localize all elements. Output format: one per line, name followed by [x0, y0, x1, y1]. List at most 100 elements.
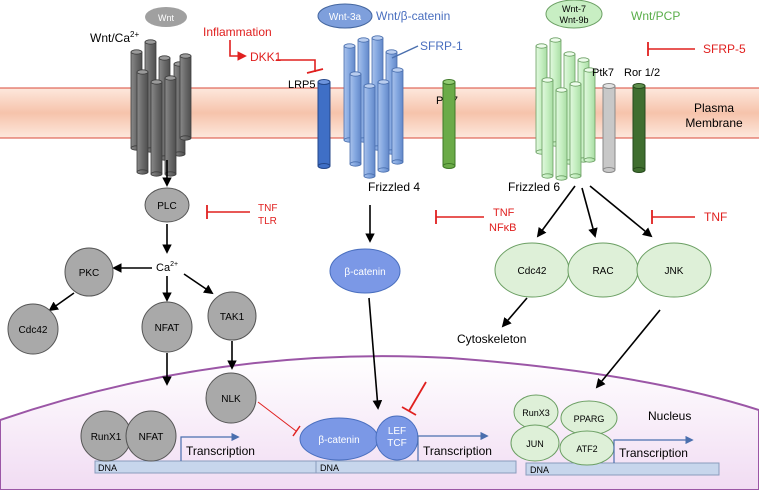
nlk-inhibition-line: [257, 401, 297, 432]
transmembrane-helix: [541, 79, 554, 177]
transmembrane-helix: [179, 55, 192, 139]
helix-top-cap: [391, 67, 404, 73]
tnf-label-ca: TNF: [258, 203, 277, 214]
frizzled-6-receptor: [535, 37, 596, 181]
helix-bottom-cap: [349, 161, 362, 167]
tnf-label-canonical: TNF: [493, 207, 515, 219]
wnt-ca-pathway-label: Wnt/Ca2+: [90, 30, 139, 45]
transmembrane-helix: [583, 69, 596, 161]
helix-top-cap: [583, 67, 596, 73]
ptk7-label-pcp: Ptk7: [592, 67, 614, 79]
ptk7-receptor-canonical: [442, 79, 456, 169]
dkk1-label: DKK1: [250, 50, 282, 64]
inflammation-label: Inflammation: [203, 25, 272, 39]
wnt-ligand-label: Wnt: [158, 13, 175, 23]
rac-label: RAC: [592, 266, 613, 277]
nfkb-label: NFκB: [489, 222, 517, 234]
ror-label: Ror 1/2: [624, 67, 660, 79]
sfrp1-label: SFRP-1: [420, 39, 463, 53]
transcription-label-pcp: Transcription: [619, 446, 688, 460]
helix-bottom-cap: [569, 173, 582, 179]
helix-bottom-cap: [555, 175, 568, 181]
transmembrane-helix: [377, 81, 390, 171]
runx1-label: RunX1: [91, 432, 122, 443]
membrane-label-line1: Plasma: [694, 101, 734, 115]
helix-bottom-cap: [363, 173, 376, 179]
frizzled-4-receptor: [343, 35, 404, 179]
plc-node: [144, 187, 190, 223]
helix-top-cap: [349, 71, 362, 77]
arrow-frizzled6-to-rac: [581, 187, 598, 238]
helix-bottom-cap: [377, 167, 390, 173]
wnt-ligand: [145, 7, 187, 27]
membrane-label-line2: Membrane: [685, 116, 743, 130]
wnt-beta-catenin-pathway-label: Wnt/β-catenin: [376, 9, 450, 23]
jnk-node: [636, 242, 712, 298]
transmembrane-helix: [136, 71, 149, 173]
helix-top-cap: [343, 43, 356, 49]
dna-label-ca: DNA: [98, 463, 117, 473]
runx3-label: RunX3: [522, 408, 550, 418]
nfat-node: [141, 301, 193, 353]
wnt9b-label: Wnt-9b: [559, 15, 588, 25]
tak1-label: TAK1: [220, 312, 245, 323]
frizzled-6-label: Frizzled 6: [508, 180, 560, 194]
helix-top-cap: [569, 81, 582, 87]
helix-top-cap: [385, 49, 398, 55]
transcription-label-ca: Transcription: [186, 444, 255, 458]
jun-label: JUN: [526, 439, 544, 449]
helix-bottom-cap: [391, 159, 404, 165]
transmembrane-helix: [349, 73, 362, 165]
pparg-label: PPARG: [574, 414, 605, 424]
helix-top-cap: [150, 79, 163, 85]
calcium-ion-label: Ca2+: [156, 261, 178, 274]
transmembrane-helix: [391, 69, 404, 163]
tcf-label: TCF: [387, 438, 406, 449]
dna-strand-canonical: [315, 460, 517, 474]
helix-top-cap: [158, 55, 171, 61]
transmembrane-helix: [363, 85, 376, 177]
helix-bottom-cap: [179, 135, 192, 141]
pkc-label: PKC: [79, 268, 100, 279]
cdc42-node-ca: [7, 303, 59, 355]
nlk-node: [205, 372, 257, 424]
dna-label-canonical: DNA: [320, 463, 339, 473]
cytoskeleton-label: Cytoskeleton: [457, 332, 526, 346]
helix-bottom-cap: [541, 173, 554, 179]
nuclear-inhibition-line: [408, 381, 427, 412]
arrow-frizzled6-to-jnk: [589, 185, 653, 238]
transcription-start-arrow-canonical: [417, 431, 489, 461]
jun-node: [510, 424, 560, 462]
arrow-beta-catenin-to-nucleus: [368, 297, 383, 410]
dna-strand-pcp: [525, 462, 720, 476]
helix-top-cap: [555, 87, 568, 93]
arrow-cdc42-to-cytoskeleton: [501, 297, 528, 328]
sfrp5-label: SFRP-5: [703, 42, 746, 56]
tnf-label-pcp: TNF: [704, 210, 727, 224]
arrow-ca-to-tak1: [183, 273, 214, 295]
transmembrane-helix: [569, 83, 582, 177]
tlr-label: TLR: [258, 216, 277, 227]
helix-top-cap: [577, 57, 590, 63]
beta-catenin-nuclear-label: β-catenin: [318, 435, 359, 446]
beta-catenin-label: β-catenin: [344, 267, 385, 278]
nfat-label: NFAT: [155, 323, 180, 334]
helix-top-cap: [363, 83, 376, 89]
wnt7-wnt9b-ligand: [545, 0, 603, 29]
transmembrane-helix: [164, 77, 177, 175]
atf2-label: ATF2: [576, 444, 597, 454]
lef-label: LEF: [388, 426, 406, 437]
wnt7-label: Wnt-7: [562, 4, 586, 14]
helix-top-cap: [164, 75, 177, 81]
helix-top-cap: [144, 39, 157, 45]
arrow-jnk-to-nucleus: [595, 309, 661, 389]
ptk7-receptor-pcp: [602, 83, 616, 173]
dna-label-pcp: DNA: [530, 465, 549, 475]
helix-top-cap: [377, 79, 390, 85]
cdc42-label-ca: Cdc42: [19, 325, 48, 336]
helix-bottom-cap: [150, 171, 163, 177]
nuclear-inhibition-bar: [401, 406, 417, 416]
wnt3a-ligand-label: Wnt-3a: [329, 12, 362, 23]
transcription-label-canonical: Transcription: [423, 444, 492, 458]
